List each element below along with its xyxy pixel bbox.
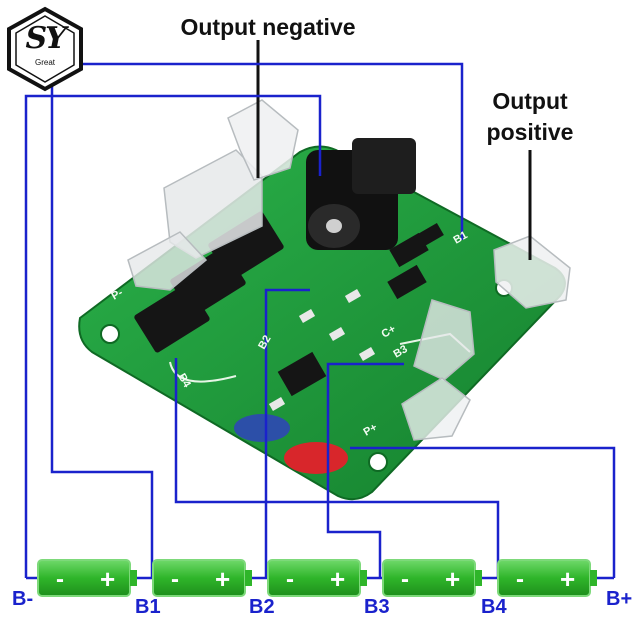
wire-b4 [174, 358, 500, 578]
battery-plus-sign: + [215, 564, 230, 594]
battery-cap [360, 570, 367, 586]
battery-body [382, 559, 476, 597]
battery-body [37, 559, 131, 597]
battery-plus-sign: + [330, 564, 345, 594]
pcb-board [78, 138, 566, 501]
terminal-clips [127, 99, 571, 441]
wire-b-minus [50, 62, 464, 578]
battery-minus-sign: - [171, 566, 179, 593]
terminal-b-plus: B+ [606, 588, 633, 610]
board-mark: P+ [362, 421, 380, 438]
battery-cap [245, 570, 252, 586]
battery-body [497, 559, 591, 597]
logo-hexagon-icon [7, 6, 83, 92]
battery-plus-sign: + [100, 564, 115, 594]
terminal-b1: B1 [135, 596, 161, 618]
wire-b-plus [350, 446, 616, 578]
battery-cap [475, 570, 482, 586]
terminal-b2: B2 [249, 596, 275, 618]
output-positive-line1: Output [492, 88, 568, 114]
battery-icon: -+ [497, 559, 597, 597]
battery-icon: -+ [267, 559, 367, 597]
output-positive-label: Output positive [470, 86, 590, 148]
wire-b3 [326, 362, 404, 578]
battery-body [152, 559, 246, 597]
wire-b2 [264, 288, 310, 578]
battery-cap [590, 570, 597, 586]
logo-caption: Great [34, 58, 55, 67]
battery-icon: -+ [382, 559, 482, 597]
battery-minus-sign: - [56, 566, 64, 593]
terminal-b-minus: B- [12, 588, 34, 610]
battery-plus-sign: + [560, 564, 575, 594]
battery-string: -+-+-+-+-+ [37, 559, 597, 597]
battery-body [267, 559, 361, 597]
terminal-b4: B4 [481, 596, 507, 618]
battery-plus-sign: + [445, 564, 460, 594]
brand-logo: SY Great [6, 6, 84, 92]
terminal-b3: B3 [364, 596, 390, 618]
battery-icon: -+ [37, 559, 137, 597]
battery-cap [130, 570, 137, 586]
logo-letters: SY [25, 21, 66, 56]
output-negative-label: Output negative [180, 14, 356, 40]
battery-minus-sign: - [286, 566, 294, 593]
battery-minus-sign: - [516, 566, 524, 593]
output-positive-line2: positive [486, 119, 574, 145]
wire-b-plus-outer [24, 94, 322, 578]
battery-minus-sign: - [401, 566, 409, 593]
battery-icon: -+ [152, 559, 252, 597]
